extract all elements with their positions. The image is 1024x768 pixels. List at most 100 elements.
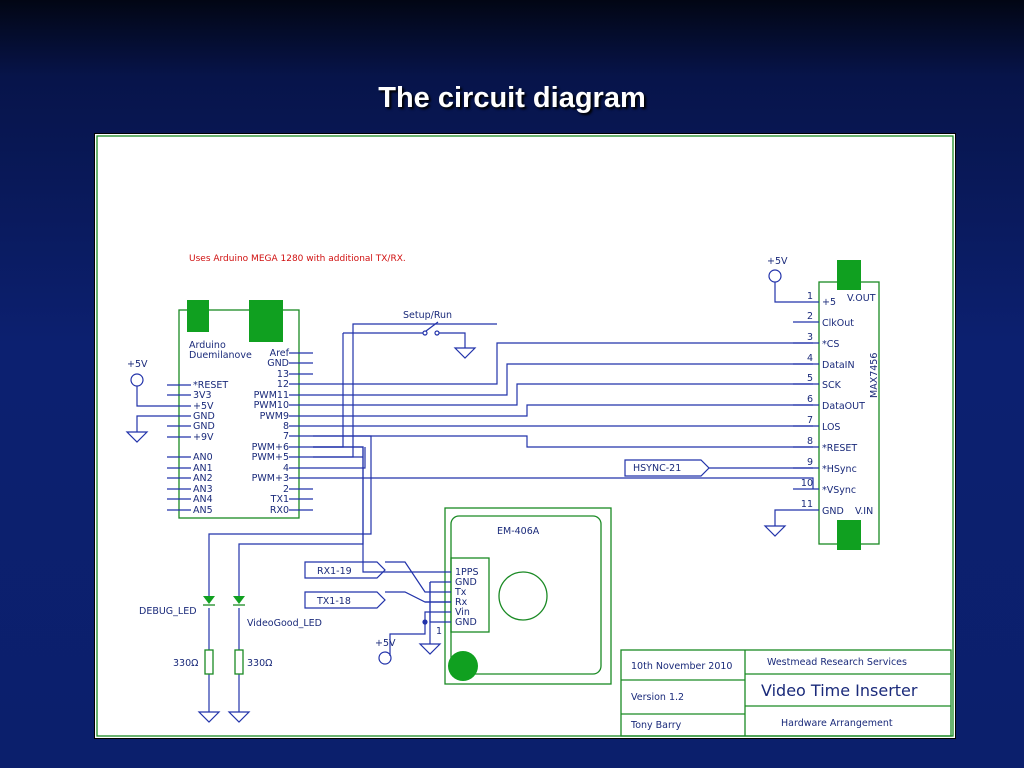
debug-led: DEBUG_LED [139, 596, 215, 617]
video-led-label: VideoGood_LED [247, 618, 322, 629]
arduino-pin-4: 4 [283, 463, 289, 474]
arduino-pin-an0: AN0 [193, 452, 213, 463]
gps-pin-rx: Rx [455, 597, 468, 608]
max7456-name: MAX7456 [869, 353, 880, 398]
gps-outer [444, 507, 612, 685]
title-version: Version 1.2 [631, 692, 684, 703]
led-grounds [197, 711, 251, 723]
arduino-pin-reset: *RESET [193, 380, 228, 391]
arduino-pin-tx1: TX1 [270, 494, 289, 505]
arduino-pin-pwm3: PWM+3 [252, 473, 289, 484]
max-5v-label: +5V [767, 256, 788, 267]
max-pin-num-7: 7 [807, 415, 813, 426]
max-pin-num-4: 4 [807, 353, 813, 364]
gps-pin-1-marker: 1 [436, 626, 442, 637]
max-pin-num-8: 8 [807, 436, 813, 447]
arduino-power-5v: +5V [127, 359, 167, 407]
arduino-board: Arduino Duemilanove *RESET 3V3 +5V GND G… [167, 300, 313, 519]
vin-connector [837, 520, 861, 550]
arduino-pin-gnd-r: GND [267, 358, 289, 369]
max-pin-label-10: *VSync [822, 485, 856, 496]
arduino-pin-3v3: 3V3 [193, 390, 212, 401]
ground-icon [227, 711, 251, 723]
max-ground [763, 509, 793, 537]
max-pin-num-3: 3 [807, 332, 813, 343]
max-pin-label-1: +5 [822, 297, 836, 308]
max-pin-label-9: *HSync [822, 464, 857, 475]
arduino-pin-an2: AN2 [193, 473, 213, 484]
gps-5v-label: +5V [375, 638, 396, 649]
tx-label: TX1-18 [316, 596, 351, 607]
max-pin-label-3: *CS [822, 339, 839, 350]
max-pin-label-5: SCK [822, 380, 842, 391]
ground-icon [763, 525, 787, 537]
hsync-label: HSYNC-21 [633, 463, 681, 474]
schematic-canvas: Uses Arduino MEGA 1280 with additional T… [96, 135, 954, 737]
gps-inner [450, 515, 602, 675]
gps-pin-gnd-1: GND [455, 577, 477, 588]
arduino-pin-an1: AN1 [193, 463, 213, 474]
power-terminal-icon [378, 651, 392, 665]
ground-icon [197, 711, 221, 723]
resistors: 330Ω 330Ω [173, 649, 272, 675]
arduino-connector-power [249, 300, 283, 342]
arduino-pin-2: 2 [283, 484, 289, 495]
gps-power-5v: +5V [375, 638, 396, 665]
arduino-5v-label: +5V [127, 359, 148, 370]
title-author: Tony Barry [630, 720, 682, 731]
hsync-tag: HSYNC-21 [624, 459, 710, 477]
power-terminal-icon [768, 269, 782, 283]
max-pin-label-4: DataIN [822, 360, 855, 371]
ground-icon [125, 431, 149, 443]
rx-tag: RX1-19 [304, 561, 386, 579]
arduino-pin-an4: AN4 [193, 494, 213, 505]
arduino-pin-an3: AN3 [193, 484, 213, 495]
led-icon [233, 596, 245, 604]
arduino-name-1: Arduino [189, 340, 226, 351]
gps-pin-1pps: 1PPS [455, 567, 479, 578]
arduino-pin-aref: Aref [270, 348, 290, 359]
gps-name: EM-406A [497, 526, 540, 537]
arduino-pin-pwm9: PWM9 [260, 411, 289, 422]
arduino-pin-5v: +5V [193, 401, 214, 412]
max-pin-label-8: *RESET [822, 443, 857, 454]
max-pin-num-6: 6 [807, 394, 813, 405]
gps-antenna-icon [498, 571, 548, 621]
arduino-pin-7: 7 [283, 431, 289, 442]
arduino-name-2: Duemilanove [189, 350, 252, 361]
arduino-pin-12: 12 [277, 379, 289, 390]
max7456-chip: V.OUT V.IN MAX7456 1 2 3 4 5 6 7 8 9 10 … [793, 260, 880, 550]
max-pin-num-2: 2 [807, 311, 813, 322]
resistor-icon [234, 649, 244, 675]
max-pin-num-1: 1 [807, 291, 813, 302]
max-pin-label-11: GND [822, 506, 844, 517]
arduino-pin-9v: +9V [193, 432, 214, 443]
arduino-pin-13: 13 [277, 369, 289, 380]
arduino-pin-rx0: RX0 [270, 505, 289, 516]
title-project: Video Time Inserter [761, 681, 918, 700]
max-pin-num-5: 5 [807, 373, 813, 384]
title-block: 10th November 2010 Version 1.2 Tony Barr… [620, 649, 952, 737]
title-company: Westmead Research Services [767, 657, 907, 668]
power-terminal-icon [130, 373, 144, 387]
vout-label: V.OUT [847, 293, 876, 304]
gps-pin-header [450, 557, 490, 633]
title-date: 10th November 2010 [631, 661, 732, 672]
max-pin-label-6: DataOUT [822, 401, 865, 412]
vin-label: V.IN [855, 506, 873, 517]
vout-connector [837, 260, 861, 290]
sheet-border [96, 135, 954, 737]
led-icon [203, 596, 215, 604]
arduino-pin-an5: AN5 [193, 505, 213, 516]
resistor-icon [204, 649, 214, 675]
tx-tag: TX1-18 [304, 591, 386, 609]
arduino-pin-pwm5: PWM+5 [252, 452, 289, 463]
slide-title: The circuit diagram [378, 82, 646, 114]
gps-module: EM-406A 1PPS GND Tx Rx Vin GND 1 [436, 507, 612, 685]
gps-pin-gnd-2: GND [455, 617, 477, 628]
arduino-pin-gnd-2: GND [193, 421, 215, 432]
video-led: VideoGood_LED [233, 596, 322, 629]
gps-pin-tx: Tx [454, 587, 467, 598]
debug-led-label: DEBUG_LED [139, 606, 197, 617]
max-power-5v: +5V [767, 256, 793, 303]
